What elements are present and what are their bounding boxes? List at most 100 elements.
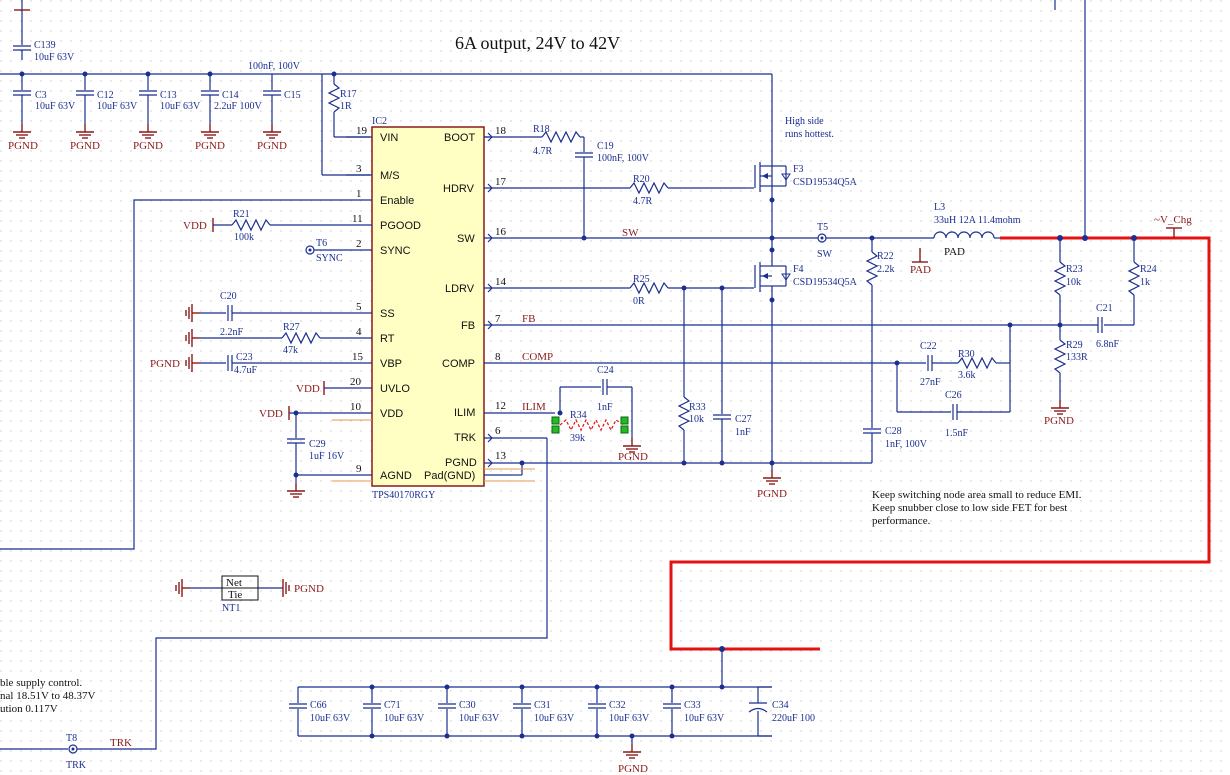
c31-ref: C31 [534, 700, 551, 711]
c33-ref: C33 [684, 700, 701, 711]
r20-value: 4.7R [633, 196, 653, 207]
pin-pgood: PGOOD [380, 220, 421, 232]
ldrv-network: R25 0R R33 10k C27 1nF PGND F4 CSD19534Q… [487, 238, 858, 500]
pin-ilim-num: 12 [495, 400, 506, 412]
note-snubber-2: Keep snubber close to low side FET for b… [872, 502, 1067, 514]
c20-ref: C20 [220, 291, 237, 302]
c23-value: 4.7uF [234, 365, 258, 376]
pgnd-label-fb: PGND [1044, 415, 1074, 427]
c23-ref: C23 [236, 352, 253, 363]
c34-value: 220uF 100 [772, 713, 815, 724]
pin-ms-num: 3 [356, 163, 362, 175]
r21-value: 100k [234, 232, 254, 243]
c66-value: 10uF 63V [310, 713, 351, 724]
pgnd-label-nt1: PGND [294, 583, 324, 595]
pin-comp-num: 8 [495, 351, 501, 363]
ilim-net-label: ILIM [522, 401, 546, 413]
r20-ref: R20 [633, 174, 650, 185]
c26-ref: C26 [945, 390, 962, 401]
fb-net-label: FB [522, 313, 535, 325]
pin-boot: BOOT [444, 132, 475, 144]
l3-ref: L3 [934, 202, 945, 213]
c29-value: 1uF 16V [309, 451, 345, 462]
c24-ref: C24 [597, 365, 614, 376]
pin-ldrv: LDRV [445, 283, 475, 295]
note-supply-2: nal 18.51V to 48.37V [0, 690, 95, 702]
r27-value: 47k [283, 345, 298, 356]
c34-ref: C34 [772, 700, 789, 711]
pin-ss: SS [380, 308, 395, 320]
c29-ref: C29 [309, 439, 326, 450]
r29-value: 133R [1066, 352, 1088, 363]
nt1-ref: NT1 [222, 603, 240, 614]
vchg-label: ~V_Chg [1154, 214, 1192, 226]
comp-network: COMP C22 27nF R30 3.6k C26 1.5nF [512, 341, 1010, 439]
hdrv-network: R20 4.7R [487, 174, 746, 207]
pin-vin-num: 19 [356, 125, 368, 137]
input-capacitor-bank: C139 10uF 63V C3 10uF 63V C12 10uF 63V C… [0, 0, 322, 152]
pin-rt: RT [380, 333, 395, 345]
f3-ref: F3 [793, 164, 804, 175]
pgnd-label-2: PGND [70, 140, 100, 152]
c19-value: 100nF, 100V [597, 153, 650, 164]
l3-value: 33uH 12A 11.4mohm [934, 215, 1021, 226]
pad-port-label: PAD [910, 264, 931, 276]
sheet-title: 6A output, 24V to 42V [455, 33, 620, 53]
pin-enable-num: 1 [356, 188, 362, 200]
pgnd-label-out: PGND [618, 763, 648, 775]
vdd-label-vdd: VDD [259, 408, 283, 420]
note-high-side-1: High side [785, 116, 824, 127]
r30-value: 3.6k [958, 370, 976, 381]
t6-value: SYNC [316, 253, 343, 264]
t6-ref: T6 [316, 238, 327, 249]
pin-uvlo-num: 20 [350, 376, 362, 388]
r23-value: 10k [1066, 277, 1081, 288]
c14-ref: C14 [222, 90, 239, 101]
trk-net: T8 TRK TRK [0, 433, 548, 771]
c13-ref: C13 [160, 90, 177, 101]
pad-label: PAD [944, 246, 965, 258]
pgnd-label-1: PGND [8, 140, 38, 152]
t8-ref: T8 [66, 733, 77, 744]
c33-value: 10uF 63V [684, 713, 725, 724]
r34-ref: R34 [570, 410, 587, 421]
note-high-side-2: runs hottest. [785, 129, 834, 140]
comp-net-label: COMP [522, 351, 553, 363]
note-snubber-1: Keep switching node area small to reduce… [872, 489, 1082, 501]
pin-sw-num: 16 [495, 226, 507, 238]
c71-ref: C71 [384, 700, 401, 711]
output-capacitor-bank: PGND C66 10uF 63V C71 10uF 63V C30 10uF … [288, 649, 815, 775]
pin-ldrv-num: 14 [495, 276, 507, 288]
pgnd-label-vbp: PGND [150, 358, 180, 370]
trk-net-label: TRK [110, 737, 132, 749]
pin-fb-num: 7 [495, 313, 501, 325]
pgnd-label-4: PGND [195, 140, 225, 152]
pgnd-bus [484, 458, 872, 482]
r18-value: 4.7R [533, 146, 553, 157]
notes: Keep switching node area small to reduce… [0, 489, 1082, 715]
pin-rt-num: 4 [356, 326, 362, 338]
fb-net: FB [487, 313, 1060, 412]
note-snubber-3: performance. [872, 515, 931, 527]
f3-value: CSD19534Q5A [793, 177, 858, 188]
pin-vdd-num: 10 [350, 401, 362, 413]
nt1-net: Net [226, 577, 242, 589]
c27-value: 1nF [735, 427, 751, 438]
ic2-body [371, 126, 485, 487]
c15-ref: C15 [284, 90, 301, 101]
t5-ref: T5 [817, 222, 828, 233]
pin-boot-num: 18 [495, 125, 507, 137]
feedback-divider: R23 10k R29 133R PGND R24 1k C21 6.8nF [1044, 238, 1157, 427]
high-side-fet-f3: F3 CSD19534Q5A High side runs hottest. [746, 116, 858, 238]
pin-vdd: VDD [380, 408, 403, 420]
r17-ref: R17 [340, 89, 357, 100]
pin-pgood-num: 11 [352, 213, 363, 225]
r22-ref: R22 [877, 251, 894, 262]
pin-sw: SW [457, 233, 475, 245]
c28-value: 1nF, 100V [885, 439, 928, 450]
r29-ref: R29 [1066, 340, 1083, 351]
pin-comp: COMP [442, 358, 475, 370]
c15-value: 100nF, 100V [248, 61, 301, 72]
nt1-net-tie: Net Tie PGND NT1 [175, 575, 324, 614]
